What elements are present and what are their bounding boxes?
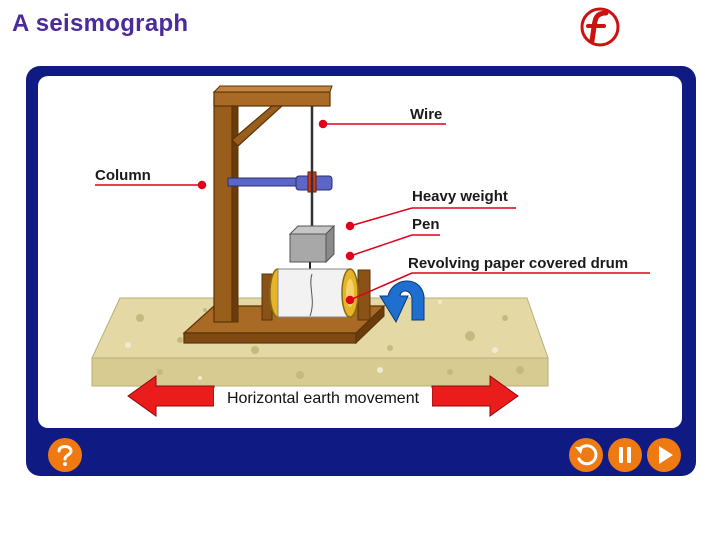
column — [212, 85, 333, 323]
label-wire: Wire — [410, 106, 443, 123]
pointer-pen — [345, 234, 440, 261]
help-button[interactable] — [48, 438, 82, 472]
rotation-arrow-icon — [379, 280, 425, 324]
pause-button[interactable] — [608, 438, 642, 472]
label-drum: Revolving paper covered drum — [408, 255, 629, 272]
replay-icon — [575, 444, 598, 466]
label-heavy-weight: Heavy weight — [412, 188, 508, 205]
page-title: A seismograph — [12, 10, 189, 37]
pointer-drum — [345, 272, 650, 305]
label-pen: Pen — [412, 216, 440, 233]
label-column: Column — [95, 167, 151, 184]
pointer-wire — [318, 119, 446, 129]
play-button[interactable] — [647, 438, 681, 472]
replay-button[interactable] — [569, 438, 603, 472]
flash-logo-icon — [580, 7, 620, 47]
play-icon — [659, 446, 673, 464]
movement-right-arrow — [431, 375, 519, 417]
pointer-lines — [95, 119, 650, 305]
drum — [261, 268, 371, 321]
pointer-heavy-weight — [345, 207, 516, 231]
pause-icon — [619, 447, 631, 463]
heavy-weight — [288, 224, 336, 264]
help-icon — [57, 445, 73, 466]
arm-bracket — [227, 171, 333, 193]
label-horizontal-movement: Horizontal earth movement — [214, 388, 432, 410]
pointer-column — [95, 180, 207, 190]
